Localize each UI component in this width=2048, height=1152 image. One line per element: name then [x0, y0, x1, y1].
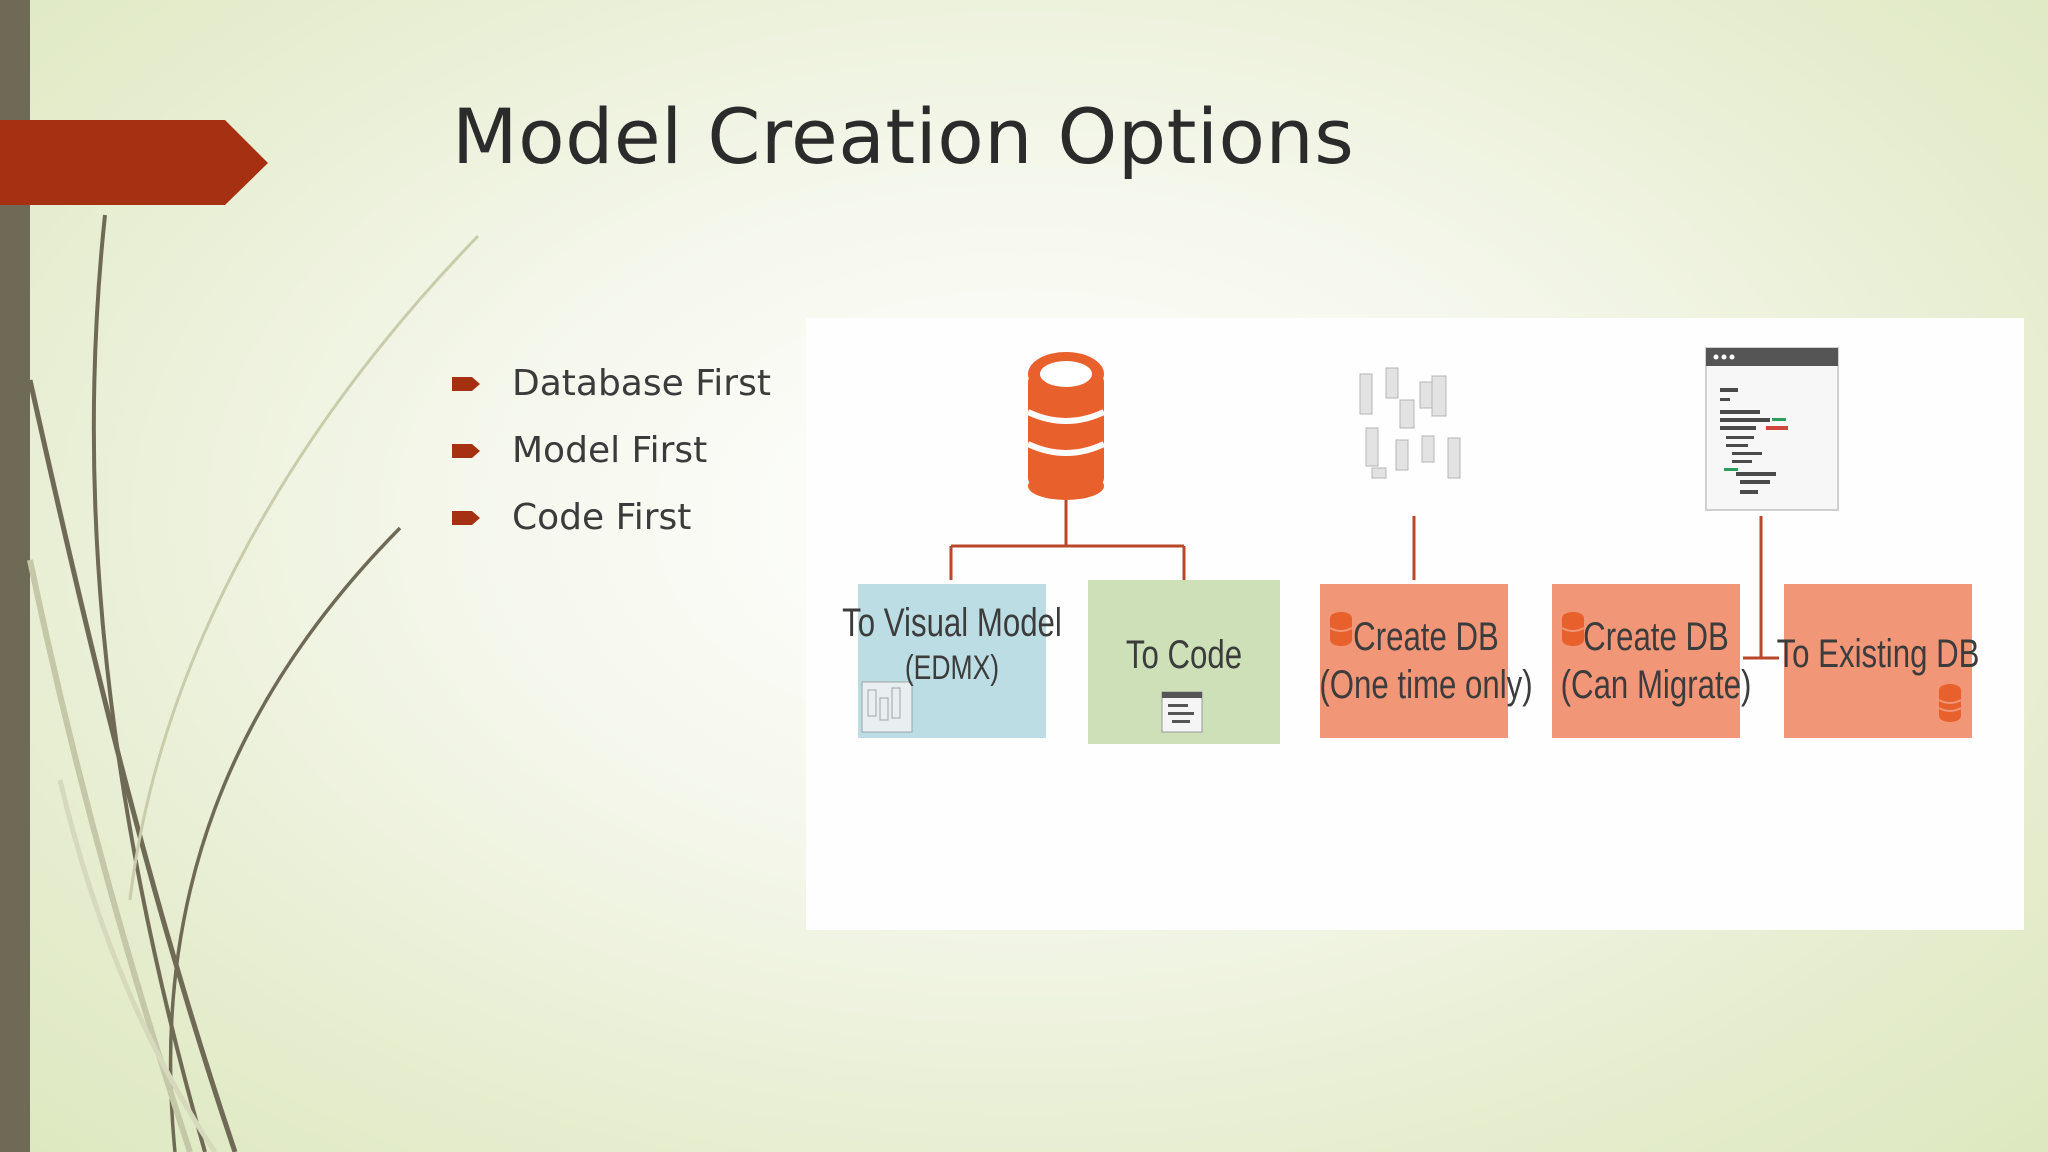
box-to-code: To Code — [1109, 580, 1259, 730]
database-icon — [1026, 352, 1106, 500]
box-create-db-2-bg — [1552, 584, 1740, 738]
model-diagram-icon — [1359, 367, 1461, 479]
box-existing-db: To Existing DB — [1777, 584, 1980, 724]
bullet-arrow-icon — [452, 510, 480, 525]
small-db-icon — [1329, 612, 1353, 646]
bullet-item: Model First — [452, 417, 771, 484]
small-db-icon — [1938, 684, 1962, 722]
box-label-line1: To Code — [1125, 633, 1243, 677]
connector-lines — [949, 500, 1779, 660]
box-label-line1: Create DB — [1353, 615, 1499, 659]
box-label-line1: Create DB — [1583, 615, 1729, 659]
code-thumbnail-icon — [1161, 691, 1203, 733]
bullet-arrow-icon — [452, 376, 480, 391]
diagram-panel: To Visual Model (EDMX) To Code Create DB… — [806, 318, 2024, 930]
diagram-graphics — [858, 347, 1972, 744]
box-label-line2: (One time only) — [1319, 663, 1533, 707]
slide-title: Model Creation Options — [452, 92, 1355, 181]
title-arrow-shape — [0, 120, 268, 205]
bullet-item: Code First — [452, 484, 771, 551]
bullet-item: Database First — [452, 350, 771, 417]
box-label-line2: (Can Migrate) — [1560, 663, 1752, 707]
box-label-line1: To Existing DB — [1776, 632, 1980, 676]
bullet-list: Database First Model First Code First — [452, 350, 771, 551]
box-create-db-1-bg — [1320, 584, 1508, 738]
box-label-line1: To Visual Model — [842, 601, 1062, 645]
bullet-label: Model First — [512, 430, 708, 471]
bullet-label: Database First — [512, 363, 771, 404]
box-label-line2: (EDMX) — [904, 649, 1000, 687]
bullet-arrow-icon — [452, 443, 480, 458]
code-window-icon — [1705, 347, 1839, 511]
bullet-label: Code First — [512, 497, 692, 538]
box-create-db-migrate: Create DB (Can Migrate) — [1561, 584, 1752, 738]
small-db-icon — [1561, 612, 1585, 646]
edmx-thumbnail-icon — [861, 681, 913, 733]
box-visual-model: To Visual Model (EDMX) — [842, 584, 1062, 704]
box-create-db-one-time: Create DB (One time only) — [1319, 584, 1532, 738]
